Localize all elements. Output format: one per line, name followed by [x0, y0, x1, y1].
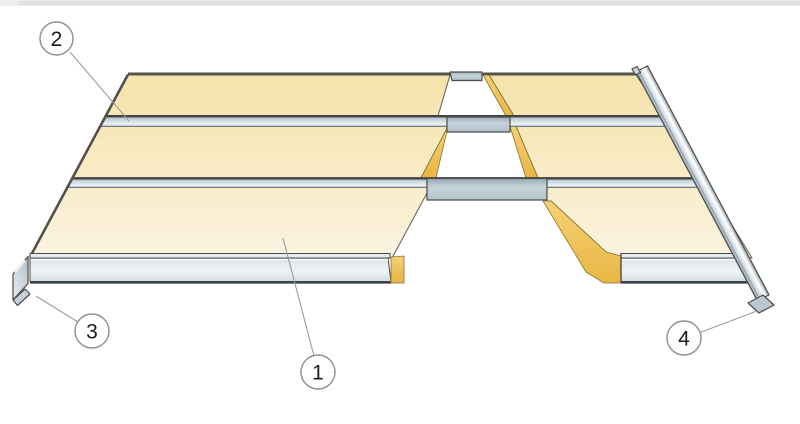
edge-profile-band — [635, 65, 770, 302]
front-channel-left-end-highlight — [14, 259, 26, 274]
edge-profile-crease — [638, 70, 761, 300]
front-channel-left-face — [29, 257, 392, 282]
panel-end-strip-left — [390, 255, 405, 284]
panel-front-left — [29, 187, 431, 259]
front-channel-right — [620, 253, 754, 284]
callout-3-label: 3 — [86, 321, 98, 344]
edge-profile-top-tab — [631, 65, 642, 76]
front-channel-left-lip — [29, 253, 391, 259]
assembly-left-edge — [28, 73, 130, 258]
cross-rail-front — [67, 178, 710, 188]
panel-back-right — [488, 74, 665, 117]
cross-rail-back-gap-section — [446, 116, 511, 133]
leader-line-1 — [282, 237, 315, 357]
leader-lines — [35, 51, 758, 357]
callout-1: 1 — [300, 354, 336, 390]
leader-line-3 — [35, 295, 79, 323]
callout-2-label: 2 — [51, 28, 63, 51]
panel-middle-left — [71, 126, 449, 179]
page-top-divider-bar — [18, 1, 800, 5]
front-channel-left-end-foot — [12, 288, 31, 307]
page-top-divider — [0, 0, 800, 6]
callout-1-label: 1 — [312, 362, 324, 385]
insulation-panels — [29, 74, 753, 284]
panel-back-left — [105, 74, 451, 117]
front-channel-left — [12, 253, 405, 307]
cross-rail-front-gap-section — [426, 177, 548, 201]
edge-profile-right — [631, 65, 775, 314]
callout-4: 4 — [666, 320, 702, 356]
leader-line-2 — [69, 51, 130, 122]
gap-connector — [449, 71, 483, 82]
front-channel-right-lip — [620, 253, 749, 259]
front-channel-right-face — [620, 257, 754, 282]
edge-profile-end-foot — [747, 294, 775, 314]
callout-3: 3 — [74, 313, 110, 349]
callout-4-label: 4 — [678, 328, 690, 351]
cross-rail-back — [100, 116, 671, 127]
callout-2: 2 — [39, 21, 74, 56]
cross-rails — [67, 114, 710, 201]
leader-line-4 — [699, 310, 758, 334]
